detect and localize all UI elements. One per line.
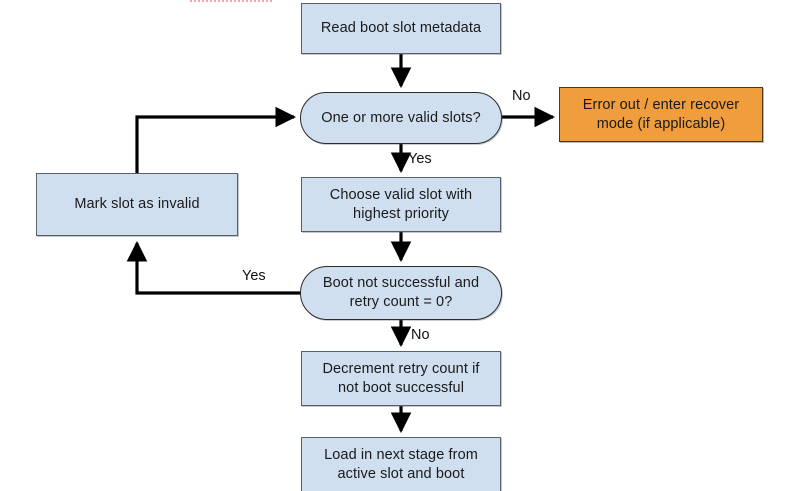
node-label-line-1: Boot not successful and xyxy=(322,275,480,292)
node-label-line-1: Load in next stage from xyxy=(324,446,478,463)
edge-mark-invalid-to-valid-slots xyxy=(135,106,297,173)
node-label: Boot not successful and retry count = 0? xyxy=(315,274,487,311)
node-label-line-1: Error out / enter recover xyxy=(582,96,740,113)
node-label-line-2: highest priority xyxy=(353,205,449,222)
node-one-or-more-valid-slots[interactable]: One or more valid slots? xyxy=(300,92,502,144)
edge-label-no-valid-slots: No xyxy=(512,88,531,104)
node-label-line-1: Choose valid slot with xyxy=(329,186,473,203)
node-boot-not-successful-retry-zero[interactable]: Boot not successful and retry count = 0? xyxy=(300,266,502,320)
edge-label-yes-retry-loop: Yes xyxy=(242,268,266,284)
node-label: Read boot slot metadata xyxy=(320,20,482,37)
node-label-line-2: not boot successful xyxy=(337,379,465,396)
node-label: One or more valid slots? xyxy=(321,109,481,126)
node-label: Load in next stage from active slot and … xyxy=(316,446,486,483)
node-label: Choose valid slot with highest priority xyxy=(322,186,480,223)
node-read-boot-slot-metadata[interactable]: Read boot slot metadata xyxy=(301,3,501,54)
node-error-out-enter-recover-mode[interactable]: Error out / enter recover mode (if appli… xyxy=(559,87,763,142)
top-dotted-artifact xyxy=(190,0,272,4)
node-label: Error out / enter recover mode (if appli… xyxy=(575,96,747,133)
node-decrement-retry-count[interactable]: Decrement retry count if not boot succes… xyxy=(301,351,501,406)
node-label: Mark slot as invalid xyxy=(74,196,200,213)
node-choose-valid-slot-highest-priority[interactable]: Choose valid slot with highest priority xyxy=(301,177,501,232)
edge-label-no-retry: No xyxy=(411,327,430,343)
edge-label-yes-valid-slots: Yes xyxy=(408,151,432,167)
node-mark-slot-as-invalid[interactable]: Mark slot as invalid xyxy=(36,173,238,236)
edge-boot-check-yes-to-mark-invalid xyxy=(126,240,300,295)
node-label-line-2: active slot and boot xyxy=(337,465,465,482)
node-label: Decrement retry count if not boot succes… xyxy=(314,360,487,397)
node-label-line-2: retry count = 0? xyxy=(349,294,453,310)
node-label-line-1: Decrement retry count if xyxy=(322,360,480,377)
node-load-next-stage-active-slot[interactable]: Load in next stage from active slot and … xyxy=(301,437,501,491)
node-label-line-2: mode (if applicable) xyxy=(596,115,726,132)
